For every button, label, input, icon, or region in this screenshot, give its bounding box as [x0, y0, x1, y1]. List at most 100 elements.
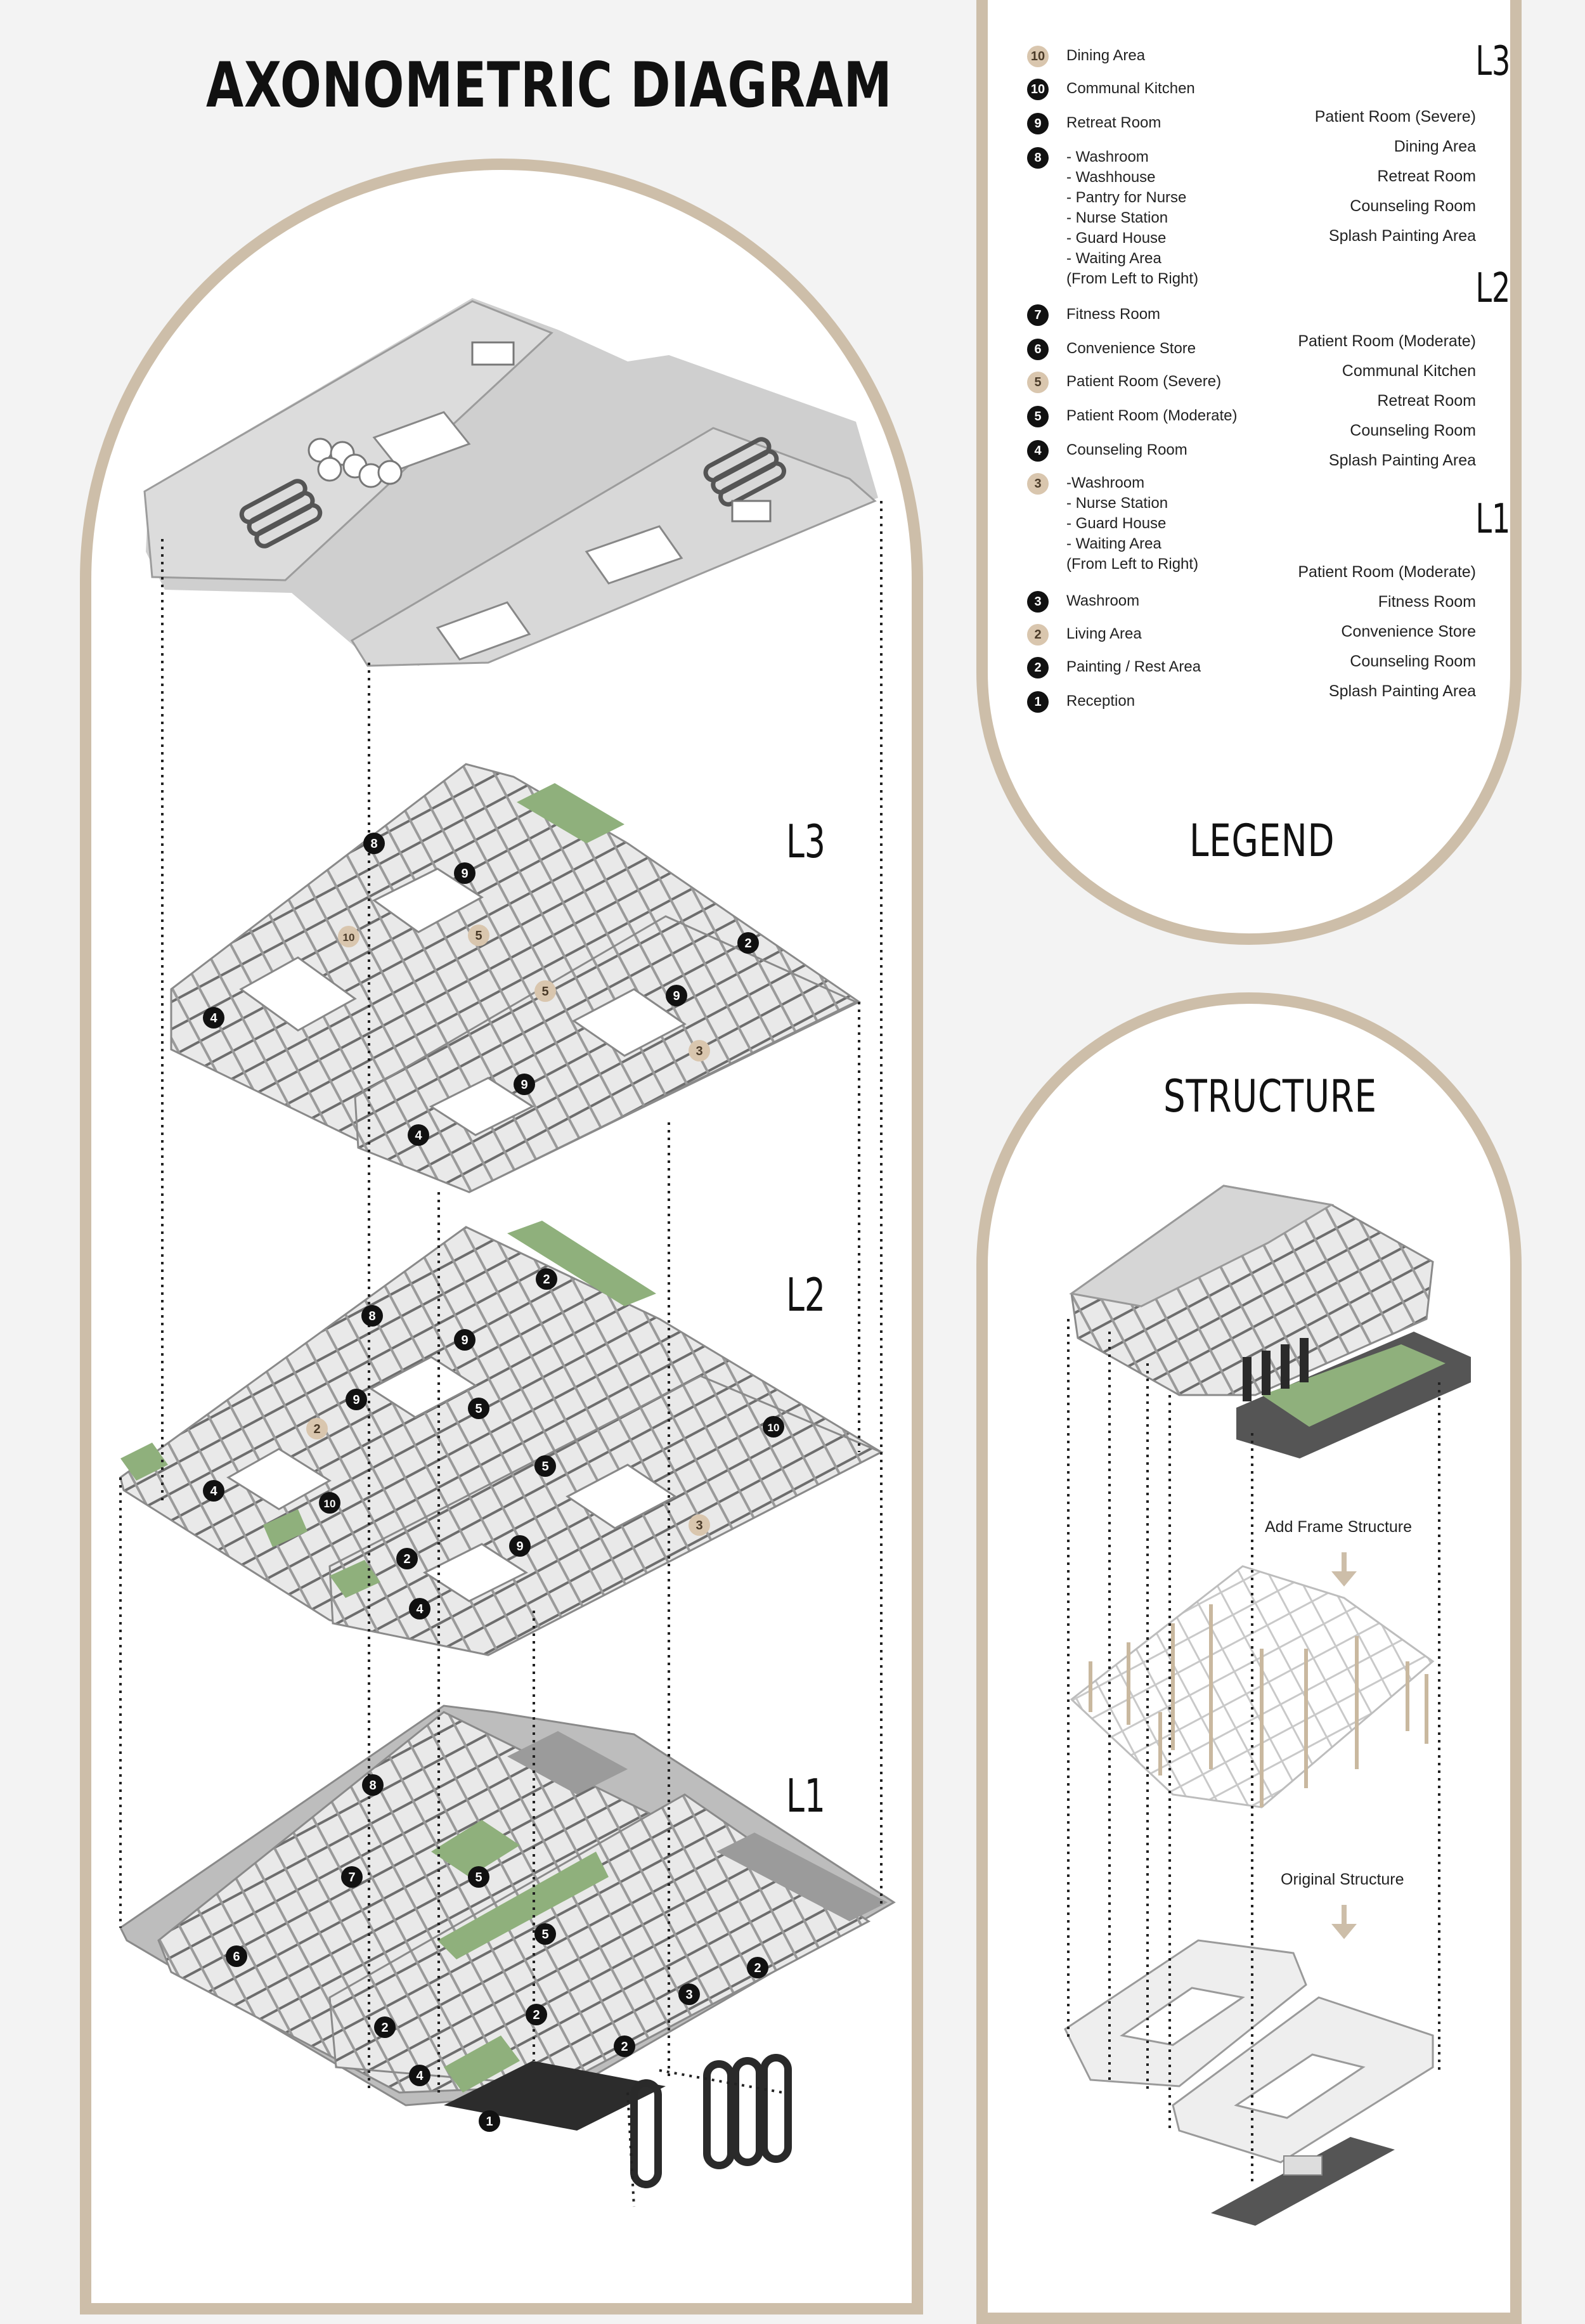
- room-marker: 8: [361, 1305, 383, 1327]
- legend-badge: 5: [1027, 406, 1049, 427]
- marker-number: 10: [324, 1498, 336, 1510]
- legend-label: - Washroom - Washhouse - Pantry for Nurs…: [1066, 148, 1199, 287]
- legend-level-room: Convenience Store: [1341, 623, 1476, 640]
- marker-dot: [536, 1268, 557, 1290]
- room-marker: 2: [374, 2016, 396, 2038]
- marker-dot: [479, 2110, 500, 2132]
- room-marker: 9: [666, 985, 687, 1006]
- marker-dot: [362, 1774, 384, 1796]
- room-marker: 3: [678, 1983, 700, 2005]
- room-marker: 5: [534, 1923, 556, 1945]
- entrance-arches: [630, 2054, 792, 2188]
- roof-plan: [143, 298, 878, 667]
- legend-level-l2: L2: [1475, 265, 1510, 312]
- marker-number: 10: [768, 1422, 780, 1434]
- legend-item: 5 Patient Room (Moderate): [1027, 406, 1237, 427]
- marker-number: 9: [461, 867, 468, 881]
- legend-label: Painting / Rest Area: [1066, 658, 1201, 675]
- legend-level-room: Dining Area: [1394, 138, 1476, 155]
- marker-dot: [454, 1329, 476, 1351]
- marker-dot: [534, 1923, 556, 1945]
- structure-step-original: Original Structure: [1281, 1871, 1404, 1888]
- room-marker: 7: [341, 1866, 363, 1888]
- legend-badge: 9: [1027, 113, 1049, 134]
- legend-label: Reception: [1066, 692, 1135, 710]
- marker-dot: [409, 2065, 430, 2086]
- level-label-l2: L2: [786, 1268, 825, 1321]
- legend-badge: 4: [1027, 440, 1049, 462]
- marker-number: 2: [533, 2008, 540, 2022]
- marker-dot: [226, 1945, 247, 1967]
- room-marker: 4: [409, 2065, 430, 2086]
- room-marker: 6: [226, 1945, 247, 1967]
- legend-level-room: Splash Painting Area: [1328, 451, 1476, 469]
- room-marker: 4: [409, 1598, 430, 1620]
- legend-label: Washroom: [1066, 592, 1140, 609]
- room-marker: 2: [614, 2035, 635, 2057]
- room-marker: 5: [534, 1455, 556, 1477]
- floor-l1: [119, 1704, 896, 2131]
- room-marker: 4: [203, 1480, 224, 1502]
- marker-dot: [689, 1514, 710, 1536]
- legend-label: Patient Room (Moderate): [1066, 407, 1238, 424]
- marker-number: 1: [486, 2115, 493, 2129]
- legend-label: Living Area: [1066, 625, 1142, 642]
- marker-dot: [408, 1124, 429, 1146]
- room-marker: 3: [689, 1040, 710, 1061]
- level-label-l1: L1: [786, 1769, 825, 1822]
- legend-item: 2 Painting / Rest Area: [1027, 657, 1201, 678]
- marker-number: 9: [521, 1078, 527, 1092]
- marker-number: 2: [543, 1273, 550, 1287]
- marker-number: 5: [475, 929, 482, 943]
- room-marker: 2: [747, 1957, 768, 1978]
- marker-number: 2: [381, 2021, 388, 2035]
- legend-level-room: Retreat Room: [1377, 392, 1476, 410]
- room-marker: 2: [526, 2004, 547, 2025]
- room-marker: 9: [454, 862, 476, 884]
- marker-dot: [338, 926, 359, 947]
- legend-item: 2 Living Area: [1027, 624, 1142, 646]
- room-marker: 5: [534, 980, 556, 1002]
- marker-dot: [468, 1398, 489, 1419]
- legend-badge: 5: [1027, 372, 1049, 393]
- marker-number: 7: [348, 1871, 355, 1885]
- legend-label: -Washroom - Nurse Station - Guard House …: [1066, 474, 1199, 573]
- legend-level-room: Patient Room (Severe): [1314, 108, 1476, 126]
- legend-badge: 8: [1027, 147, 1049, 169]
- room-marker: 2: [536, 1268, 557, 1290]
- room-marker: 2: [396, 1548, 418, 1569]
- marker-dot: [363, 833, 385, 854]
- legend-badge: 2: [1027, 657, 1049, 678]
- room-marker: 4: [408, 1124, 429, 1146]
- marker-dot: [396, 1548, 418, 1569]
- room-marker: 9: [346, 1389, 367, 1410]
- legend-badge: 2: [1027, 624, 1049, 646]
- floor-l3: [170, 763, 861, 1193]
- legend-label: Communal Kitchen: [1066, 80, 1195, 97]
- marker-number: 8: [368, 1309, 375, 1323]
- legend-label: Convenience Store: [1066, 340, 1196, 357]
- marker-dot: [319, 1492, 340, 1514]
- legend-level-room: Splash Painting Area: [1328, 227, 1476, 245]
- marker-dot: [737, 932, 759, 954]
- marker-dot: [346, 1389, 367, 1410]
- room-marker: 8: [362, 1774, 384, 1796]
- marker-number: 5: [541, 985, 548, 999]
- room-marker: 5: [468, 1866, 489, 1888]
- legend-level-room: Fitness Room: [1378, 593, 1476, 611]
- marker-number: 9: [353, 1393, 359, 1407]
- marker-dot: [666, 985, 687, 1006]
- marker-number: 3: [695, 1044, 702, 1058]
- marker-number: 4: [416, 2069, 424, 2083]
- legend-badge: 7: [1027, 304, 1049, 326]
- legend-level-room: Counseling Room: [1350, 652, 1476, 670]
- legend-item: 3 -Washroom - Nurse Station - Guard House…: [1027, 473, 1198, 575]
- room-marker: 10: [338, 926, 359, 947]
- legend-badge: 3: [1027, 473, 1049, 495]
- legend-level-room: Counseling Room: [1350, 422, 1476, 439]
